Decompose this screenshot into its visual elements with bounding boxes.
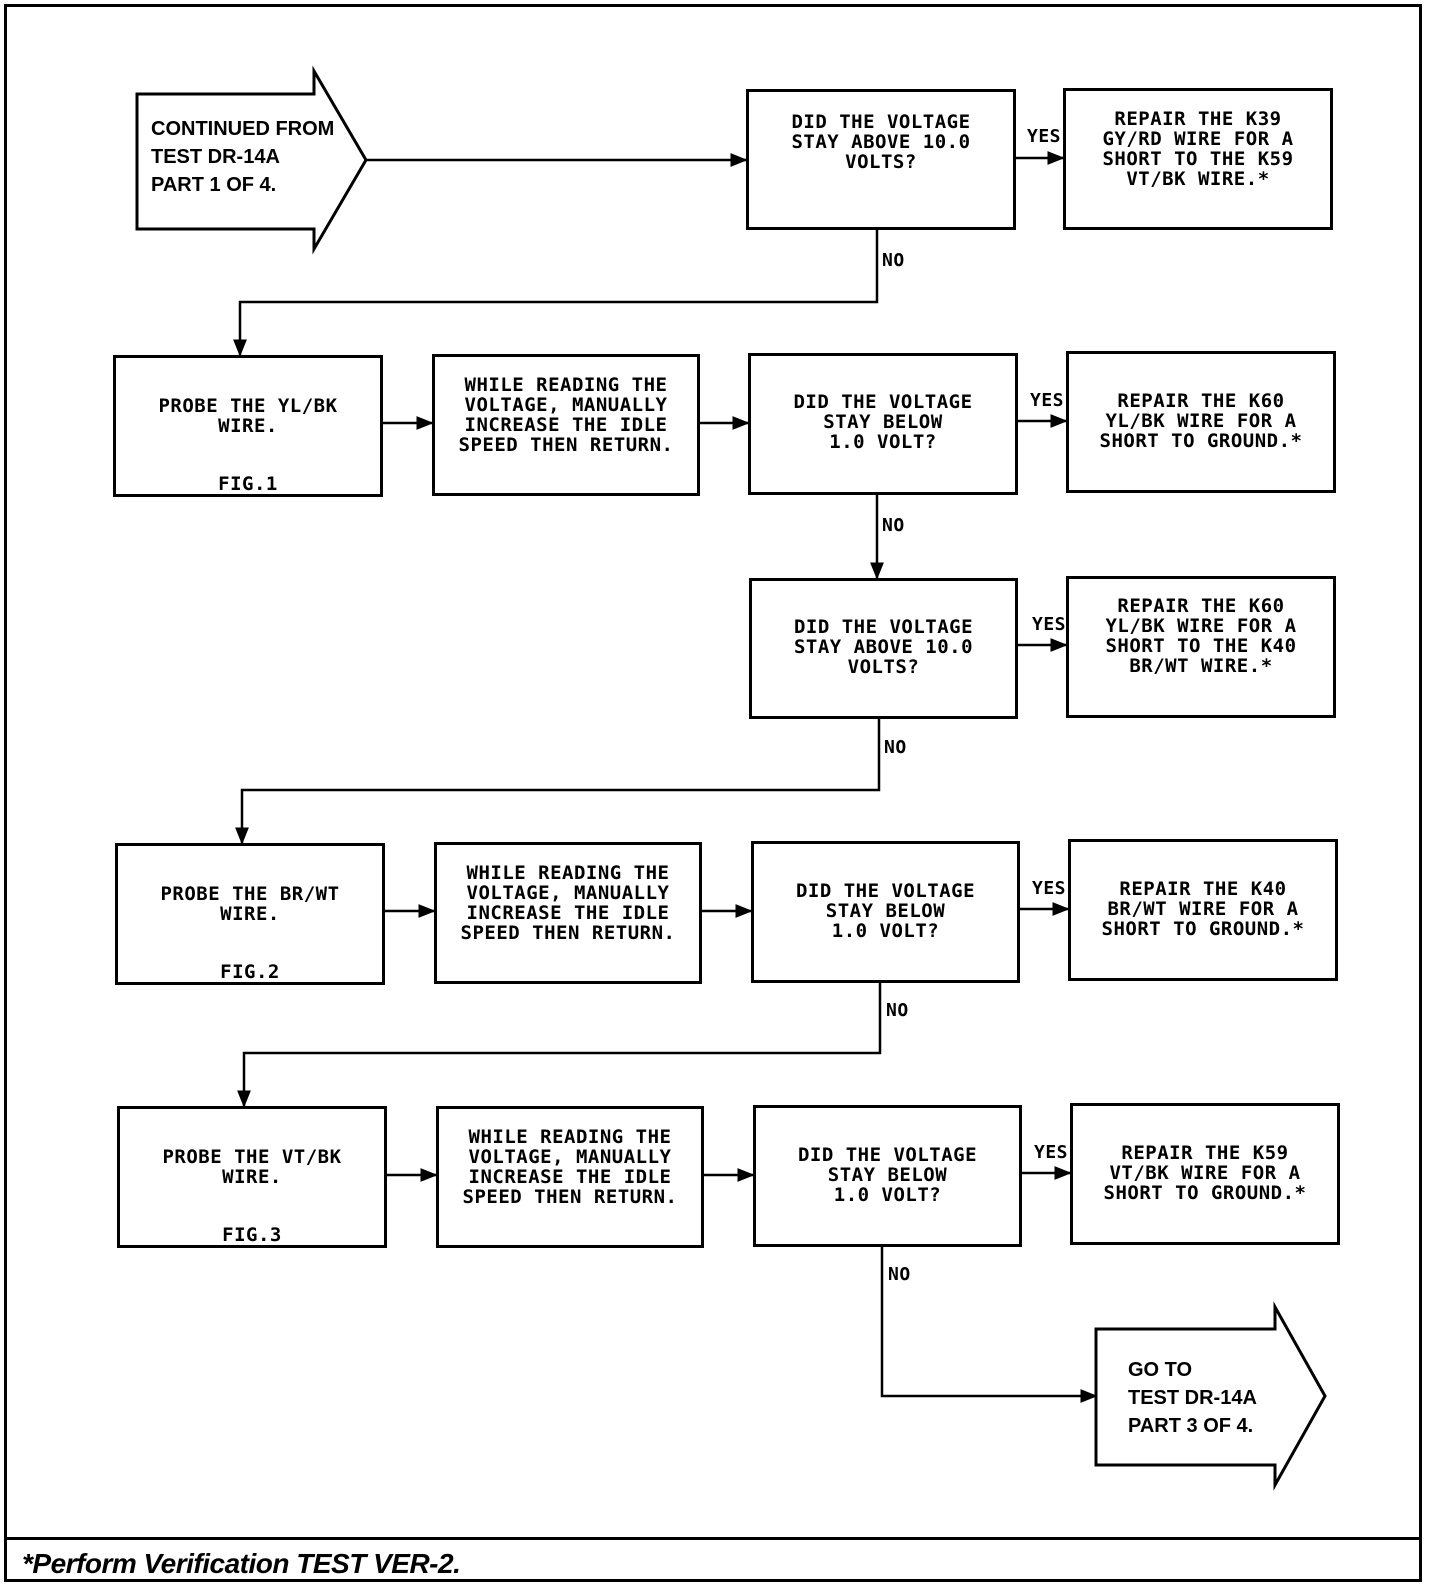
start-arrow-shape [135, 65, 368, 255]
probe-box-1: PROBE THE YL/BK WIRE. FIG.1 [113, 355, 383, 497]
repair-box-2: REPAIR THE K60 YL/BK WIRE FOR A SHORT TO… [1066, 351, 1336, 493]
footer-note: *Perform Verification TEST VER-2. [22, 1548, 461, 1579]
probe-box-2: PROBE THE BR/WT WIRE. FIG.2 [115, 843, 385, 985]
repair-box-3: REPAIR THE K60 YL/BK WIRE FOR A SHORT TO… [1066, 576, 1336, 718]
action-box-3: WHILE READING THE VOLTAGE, MANUALLY INCR… [436, 1106, 704, 1248]
yes-label-1: YES [1027, 126, 1062, 147]
no-label-5: NO [888, 1264, 911, 1285]
connector-q4-no [237, 983, 882, 1108]
fig-label-2: FIG.2 [220, 961, 280, 983]
probe-text-3: PROBE THE VT/BK WIRE. [162, 1146, 342, 1188]
probe-box-3: PROBE THE VT/BK WIRE. FIG.3 [117, 1106, 387, 1248]
question-box-1: DID THE VOLTAGE STAY ABOVE 10.0 VOLTS? [746, 89, 1016, 230]
repair-box-5: REPAIR THE K59 VT/BK WIRE FOR A SHORT TO… [1070, 1103, 1340, 1245]
no-label-1: NO [882, 250, 905, 271]
fig-label-1: FIG.1 [218, 473, 278, 495]
question-box-5: DID THE VOLTAGE STAY BELOW 1.0 VOLT? [753, 1105, 1022, 1247]
question-box-4: DID THE VOLTAGE STAY BELOW 1.0 VOLT? [751, 841, 1020, 983]
probe-text-2: PROBE THE BR/WT WIRE. [160, 883, 340, 925]
page-frame [4, 4, 1422, 1582]
end-arrow-shape [1094, 1301, 1327, 1491]
connector-q1-no [233, 230, 879, 357]
connector-q5-no [880, 1246, 1098, 1403]
probe-text-1: PROBE THE YL/BK WIRE. [158, 395, 338, 437]
start-arrow-text: CONTINUED FROM TEST DR-14A PART 1 OF 4. [151, 118, 335, 196]
no-label-2: NO [882, 515, 905, 536]
yes-label-2: YES [1030, 390, 1065, 411]
action-box-2: WHILE READING THE VOLTAGE, MANUALLY INCR… [434, 842, 702, 984]
repair-box-1: REPAIR THE K39 GY/RD WIRE FOR A SHORT TO… [1063, 88, 1333, 230]
no-label-4: NO [886, 1000, 909, 1021]
question-box-2: DID THE VOLTAGE STAY BELOW 1.0 VOLT? [748, 353, 1018, 495]
question-box-3: DID THE VOLTAGE STAY ABOVE 10.0 VOLTS? [749, 578, 1018, 719]
no-label-3: NO [884, 737, 907, 758]
repair-box-4: REPAIR THE K40 BR/WT WIRE FOR A SHORT TO… [1068, 839, 1338, 981]
yes-label-4: YES [1032, 878, 1067, 899]
end-arrow-text[interactable]: GO TO TEST DR-14A PART 3 OF 4. [1128, 1359, 1257, 1437]
action-box-1: WHILE READING THE VOLTAGE, MANUALLY INCR… [432, 354, 700, 496]
yes-label-5: YES [1034, 1142, 1069, 1163]
yes-label-3: YES [1032, 614, 1067, 635]
connector-q3-no [235, 718, 881, 845]
fig-label-3: FIG.3 [222, 1224, 282, 1246]
footer-divider [4, 1537, 1422, 1540]
